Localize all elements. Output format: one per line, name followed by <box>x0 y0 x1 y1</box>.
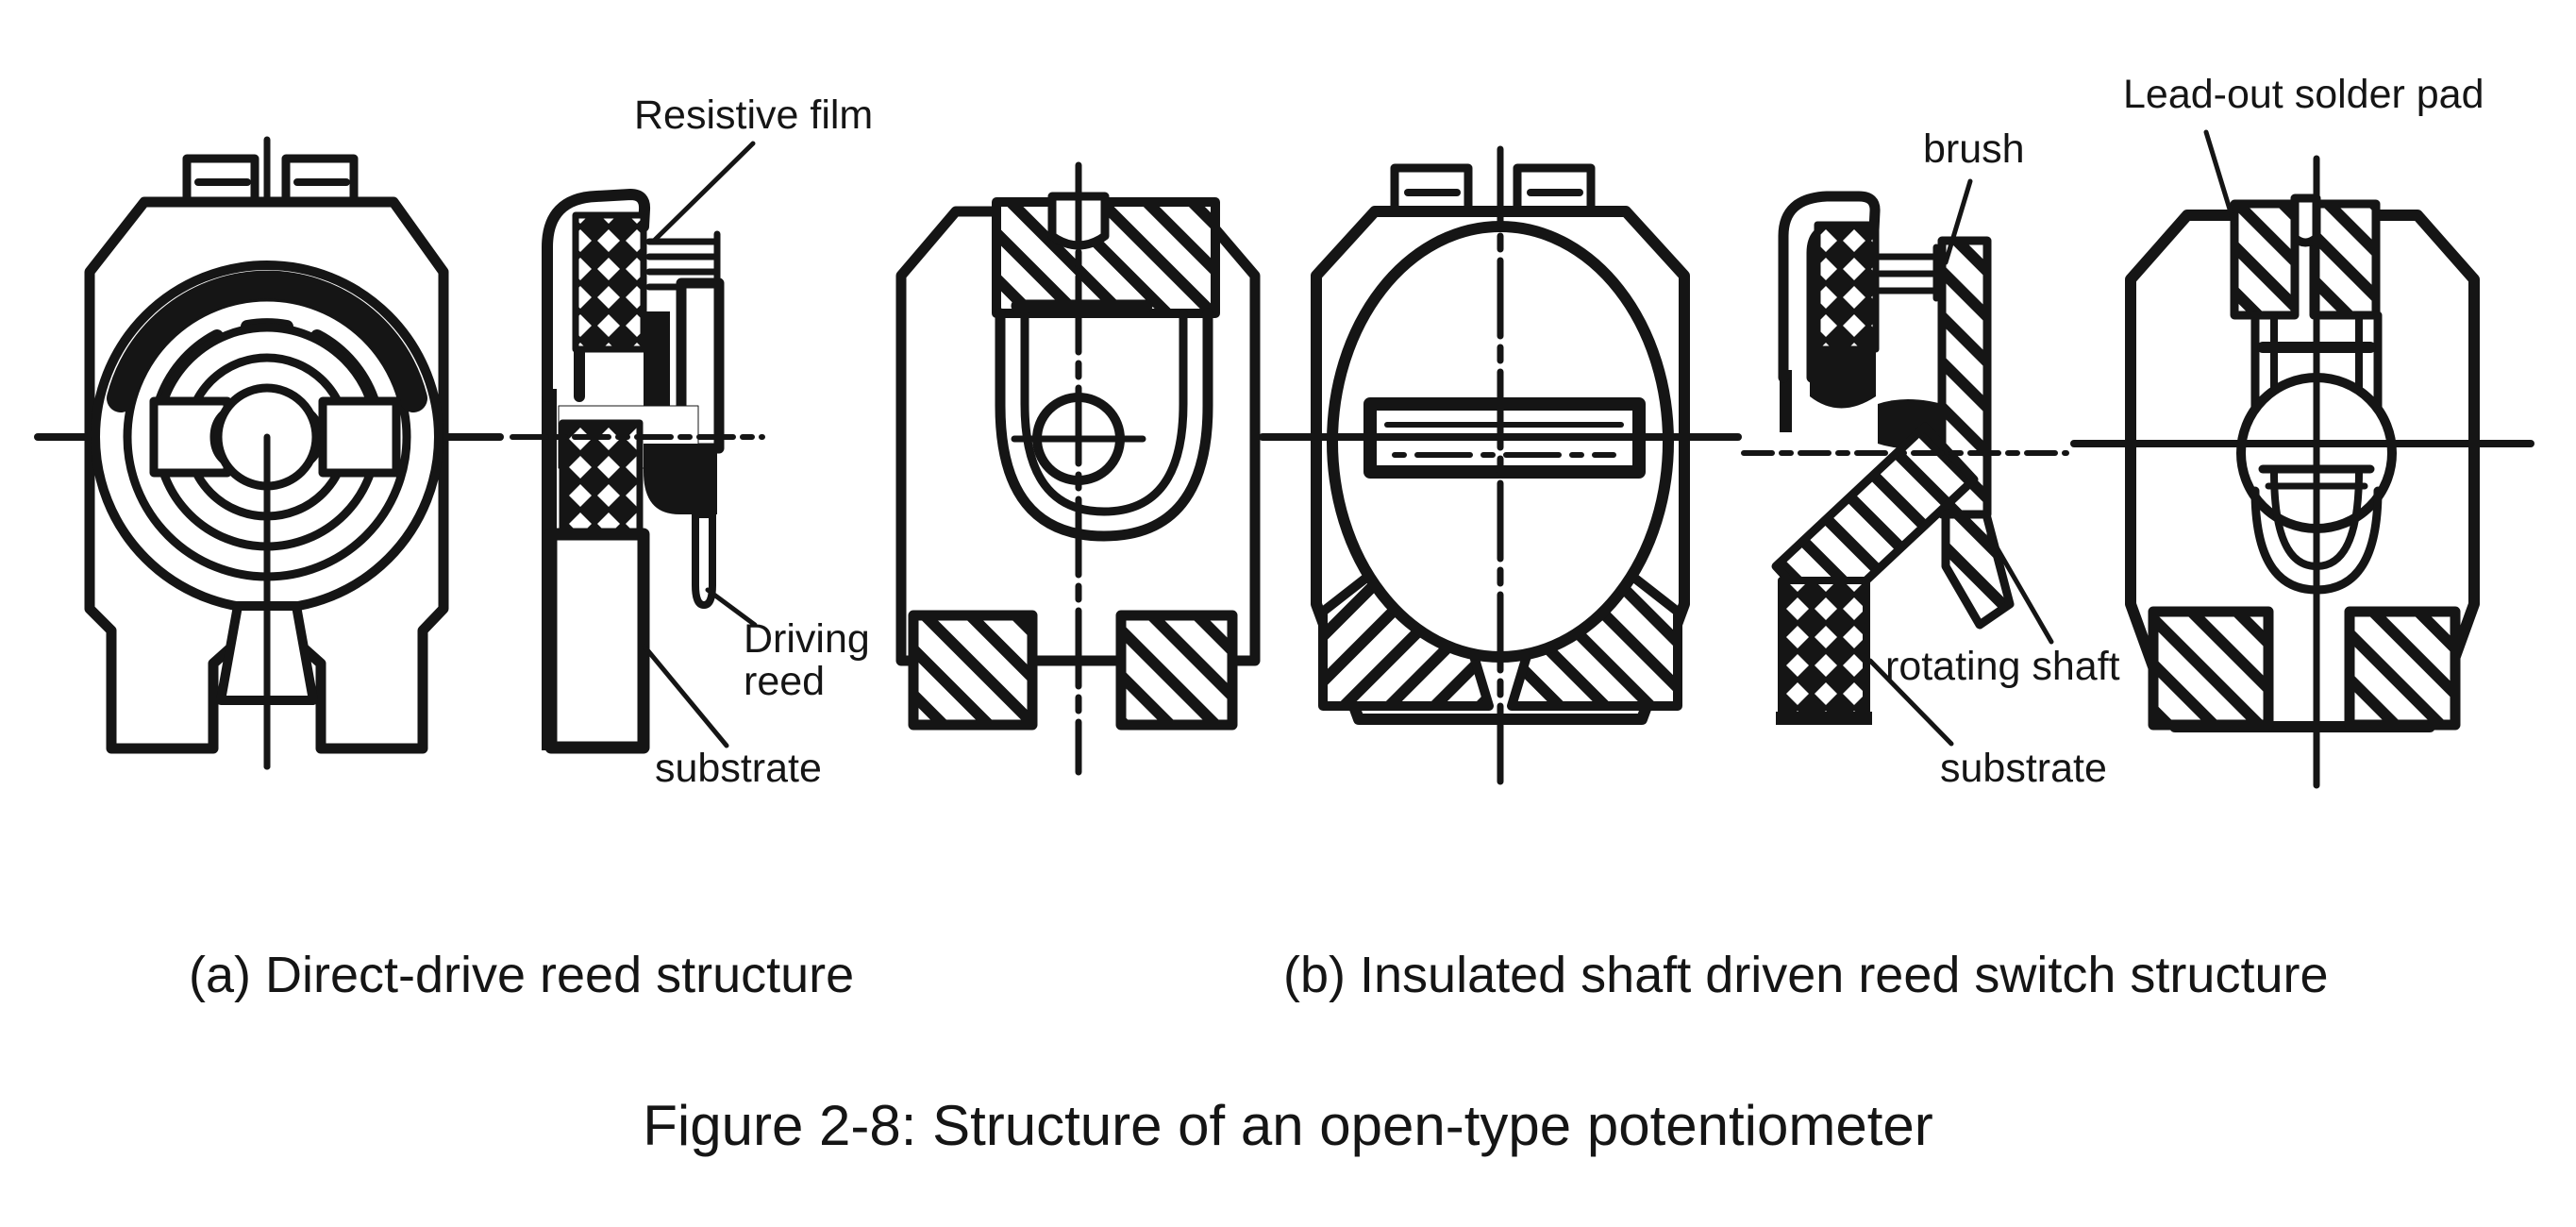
leader-lines <box>642 129 2237 748</box>
leader-line <box>1986 531 2054 645</box>
view-b-front-right <box>2070 155 2534 789</box>
label-driving-reed-line1: Driving <box>744 616 870 662</box>
view-b-front-left <box>895 161 1261 776</box>
label-resistive-film: Resistive film <box>634 92 874 138</box>
leader-line <box>705 587 758 628</box>
view-b-side <box>1741 191 2069 725</box>
label-rotating-shaft: rotating shaft <box>1885 644 2120 689</box>
leader-line <box>1867 658 1954 747</box>
figure-title: Figure 2-8: Structure of an open-type po… <box>643 1094 1933 1157</box>
label-brush: brush <box>1923 126 2025 172</box>
caption-a: (a) Direct-drive reed structure <box>189 947 855 1003</box>
leader-line <box>650 141 756 244</box>
leader-line <box>642 644 729 748</box>
label-driving-reed-line2: reed <box>744 659 826 705</box>
label-substrate-left: substrate <box>655 746 822 791</box>
caption-b: (b) Insulated shaft driven reed switch s… <box>1283 947 2329 1003</box>
leader-line <box>2203 129 2237 227</box>
view-a-front <box>34 136 504 770</box>
label-lead-out-solder-pad: Lead-out solder pad <box>2123 72 2484 117</box>
label-driving-reed: Driving reed <box>744 616 870 705</box>
view-a-side <box>510 189 765 754</box>
view-b-front-center <box>1259 145 1742 785</box>
label-substrate-right: substrate <box>1940 746 2107 791</box>
leader-line <box>1943 178 1973 265</box>
